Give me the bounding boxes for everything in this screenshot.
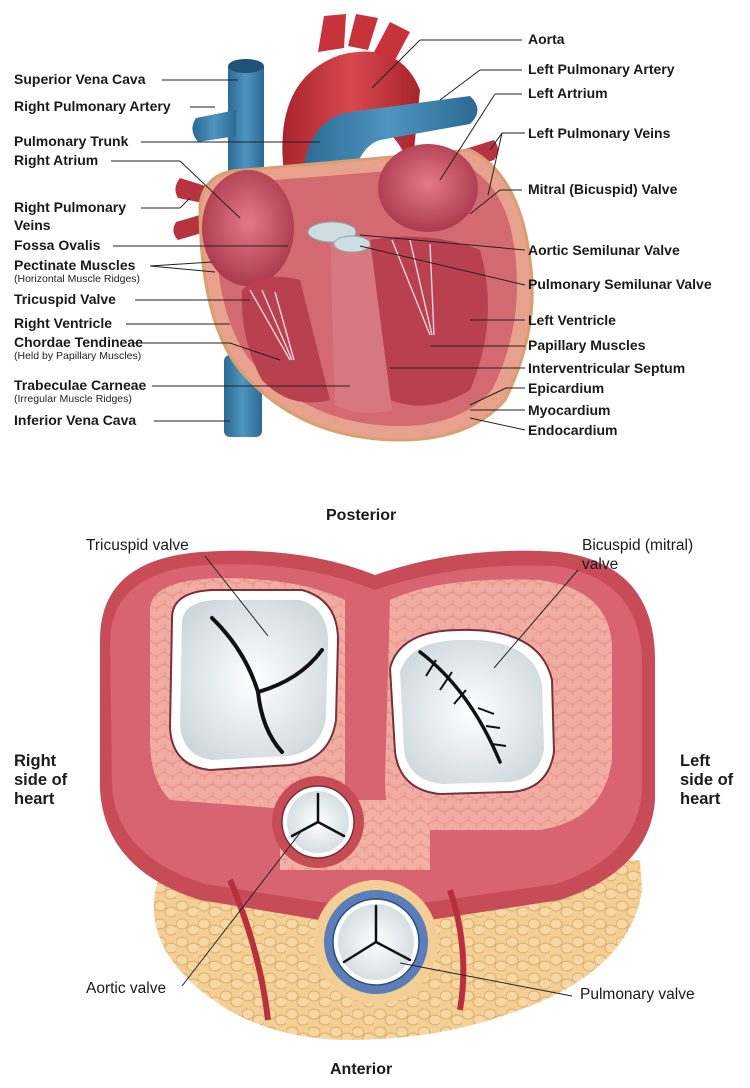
right-pulmonary-artery-vessel — [192, 110, 236, 142]
label-right-ventricle: Right Ventricle — [14, 315, 113, 331]
label-left-atrium: Left Artrium — [528, 85, 608, 101]
label-left-side-of-heart: Left side of heart — [680, 752, 733, 809]
label-chordae-tendineae: Chordae Tendineae (Held by Papillary Mus… — [14, 335, 143, 362]
label-pectinate-muscles: Pectinate Muscles (Horizontal Muscle Rid… — [14, 258, 140, 285]
label-right-side-line2: side of — [14, 770, 68, 789]
label-right-pulmonary-veins-line2: Veins — [14, 217, 51, 233]
label-inferior-vena-cava: Inferior Vena Cava — [14, 412, 137, 428]
label-pulmonary-semilunar-valve: Pulmonary Semilunar Valve — [528, 276, 712, 292]
label-right-side-line3: heart — [14, 789, 55, 808]
right-atrium-chamber — [202, 170, 294, 286]
label-pulmonary-valve: Pulmonary valve — [580, 986, 695, 1003]
label-chordae-tendineae-main: Chordae Tendineae — [14, 334, 143, 350]
label-left-side-line3: heart — [680, 789, 721, 808]
label-pectinate-muscles-main: Pectinate Muscles — [14, 257, 136, 273]
label-interventricular-septum: Interventricular Septum — [528, 360, 686, 376]
label-anterior: Anterior — [330, 1061, 393, 1078]
valve-cross-section-illustration — [100, 550, 655, 1040]
label-bicuspid-valve-line2: valve — [582, 556, 619, 573]
interventricular-septum-wall — [330, 233, 392, 414]
label-mitral-valve: Mitral (Bicuspid) Valve — [528, 181, 678, 197]
label-trabeculae-carneae-main: Trabeculae Carneae — [14, 377, 147, 393]
heart-section-illustration — [173, 14, 534, 442]
label-right-side-of-heart: Right side of heart — [14, 752, 67, 809]
label-right-side-line1: Right — [14, 752, 57, 770]
bottom-leader-lines — [181, 555, 579, 997]
label-bicuspid-valve-line1: Bicuspid (mitral) — [582, 537, 694, 554]
pulmonary-semilunar-valve-shape — [333, 235, 371, 253]
label-aortic-valve: Aortic valve — [86, 980, 167, 997]
top-leader-lines — [111, 39, 526, 431]
left-atrium-chamber — [378, 144, 478, 232]
label-fossa-ovalis: Fossa Ovalis — [14, 237, 101, 253]
label-pulmonary-trunk: Pulmonary Trunk — [14, 133, 129, 149]
label-tricuspid-valve-top: Tricuspid Valve — [14, 291, 116, 307]
label-epicardium: Epicardium — [528, 380, 605, 396]
label-posterior: Posterior — [326, 507, 397, 524]
label-papillary-muscles: Papillary Muscles — [528, 337, 646, 353]
label-trabeculae-carneae-sub: (Irregular Muscle Ridges) — [14, 392, 132, 405]
label-trabeculae-carneae: Trabeculae Carneae (Irregular Muscle Rid… — [14, 378, 146, 405]
label-left-pulmonary-veins: Left Pulmonary Veins — [528, 125, 671, 141]
right-ventricle-chamber — [241, 276, 330, 403]
label-left-side-line2: side of — [680, 770, 734, 789]
superior-vena-cava-opening — [228, 59, 264, 73]
label-right-atrium: Right Atrium — [14, 152, 99, 168]
label-chordae-tendineae-sub: (Held by Papillary Muscles) — [14, 349, 142, 362]
label-left-ventricle: Left Ventricle — [528, 312, 616, 328]
label-tricuspid-valve-bottom: Tricuspid valve — [86, 537, 189, 554]
label-left-pulmonary-artery: Left Pulmonary Artery — [528, 61, 675, 77]
label-aorta: Aorta — [528, 31, 565, 47]
label-endocardium: Endocardium — [528, 422, 618, 438]
left-ventricle-chamber — [367, 236, 488, 406]
label-myocardium: Myocardium — [528, 402, 611, 418]
label-right-pulmonary-artery: Right Pulmonary Artery — [14, 98, 171, 114]
bicuspid-valve-leaflets — [400, 639, 544, 784]
label-right-pulmonary-veins-line1: Right Pulmonary — [14, 199, 127, 215]
label-left-side-line1: Left — [680, 752, 711, 770]
label-pectinate-muscles-sub: (Horizontal Muscle Ridges) — [14, 272, 141, 285]
label-superior-vena-cava: Superior Vena Cava — [14, 71, 146, 87]
label-aortic-semilunar-valve: Aortic Semilunar Valve — [528, 242, 680, 258]
